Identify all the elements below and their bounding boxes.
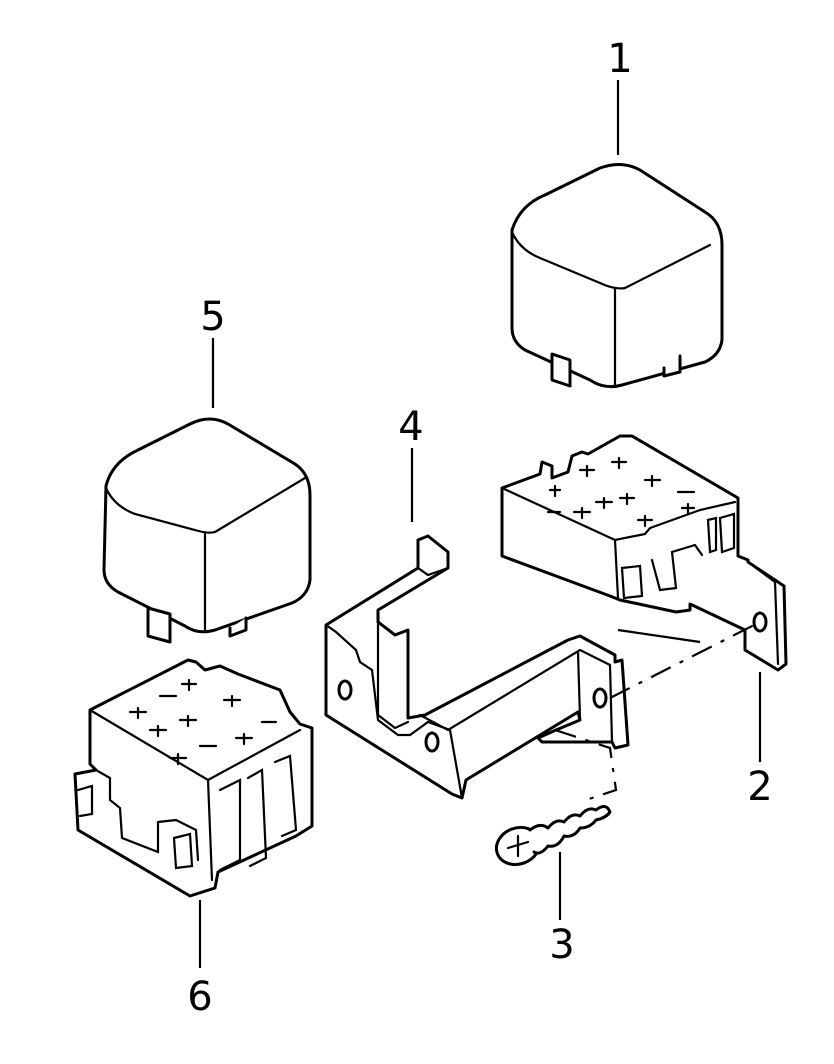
relay-socket-part-6[interactable] <box>73 658 314 898</box>
relay-part-5[interactable] <box>102 417 312 644</box>
callout-4: 4 <box>398 404 423 450</box>
callout-1: 1 <box>607 36 632 82</box>
callout-3: 3 <box>549 922 574 968</box>
callout-5: 5 <box>200 294 225 340</box>
relay-socket-part-2[interactable] <box>500 434 788 672</box>
relay-part-1[interactable] <box>510 163 724 389</box>
callout-6: 6 <box>187 974 212 1020</box>
callout-2: 2 <box>747 764 772 810</box>
leader-lines <box>198 80 762 968</box>
bracket-part-4[interactable] <box>324 534 630 800</box>
screw-part-3[interactable] <box>491 805 612 870</box>
assembly-lines <box>554 621 761 802</box>
